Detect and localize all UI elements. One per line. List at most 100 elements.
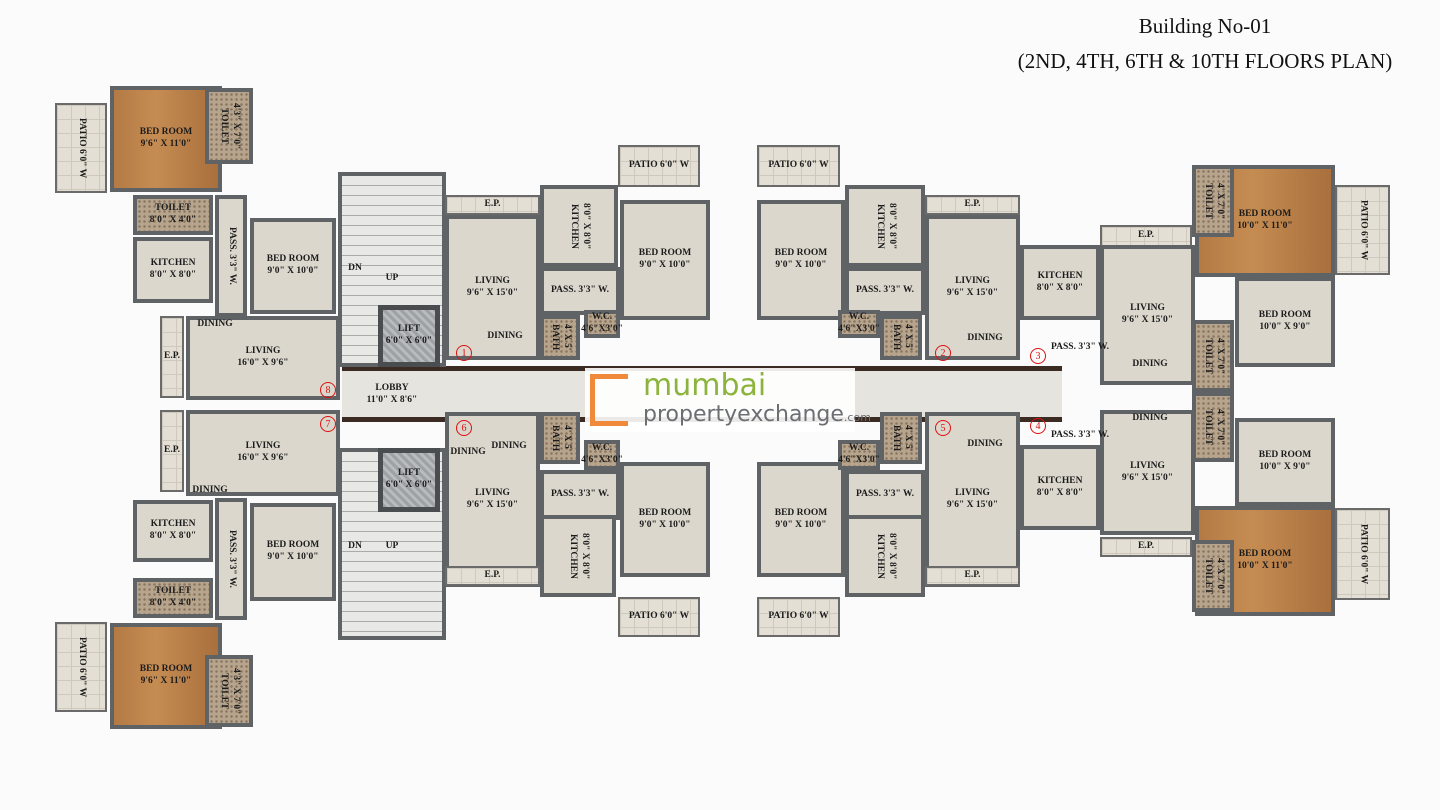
room-label: LOBBY <box>375 383 409 394</box>
room-label: TOILET <box>154 203 192 214</box>
room-label: TOILET <box>154 586 192 597</box>
room-label: BED ROOM <box>266 254 320 265</box>
room-label: PASS. 3'3" W. <box>1051 430 1109 441</box>
room-dimensions: 4'6"X3'0" <box>581 455 623 465</box>
room-dimensions: 16'0" X 9'6" <box>237 358 289 368</box>
room-dimensions: 9'6" X 15'0" <box>466 287 519 298</box>
room-label: DINING <box>1132 359 1168 370</box>
room-dn: DN <box>340 262 370 276</box>
room-pass-w: PASS. 3'3" W. <box>1040 340 1120 356</box>
room-label: E.P. <box>163 445 181 456</box>
room-pass-w: PASS. 3'3" W. <box>540 470 620 520</box>
room-e-p: E.P. <box>445 566 540 586</box>
room-label: BED ROOM <box>139 664 193 675</box>
lift-shaft-top <box>378 305 440 367</box>
room-e-p: E.P. <box>160 410 184 492</box>
room-dimensions: 9'6" X 15'0" <box>946 499 999 510</box>
room-label: E.P. <box>484 199 501 210</box>
room-label: LIVING <box>245 346 281 357</box>
room-dimensions: 10'0" X 11'0" <box>1237 561 1293 571</box>
room-label: PATIO 6'0" W <box>76 636 87 698</box>
room-dimensions: 8'0" X 8'0" <box>886 202 897 250</box>
room-e-p: E.P. <box>925 195 1020 215</box>
room-dimensions: 9'0" X 10'0" <box>639 519 691 530</box>
room-label: LIVING <box>475 275 510 286</box>
room-label: LIVING <box>955 487 990 498</box>
room-label: PASS. 3'3" W. <box>1051 342 1109 353</box>
room-patio-w: PATIO 6'0" W <box>757 145 840 187</box>
watermark-logo: mumbai propertyexchange.com <box>585 368 871 432</box>
room-label: PATIO 6'0" W <box>76 117 87 179</box>
room-dimensions: 11'0" X 8'6" <box>366 395 418 405</box>
room-label: KITCHEN <box>150 258 196 269</box>
room-dining: DINING <box>484 440 534 454</box>
room-dimensions: 4'3" X 7'0" <box>230 102 241 150</box>
room-label: LIVING <box>1130 303 1165 314</box>
room-dimensions: 8'0" X 4'0" <box>149 598 197 608</box>
room-dimensions: 9'6" X 15'0" <box>1121 315 1174 325</box>
room-label: W.C. <box>848 443 870 454</box>
room-label: KITCHEN <box>875 203 885 249</box>
room-label: LIVING <box>245 441 281 452</box>
room-dining: DINING <box>448 446 488 460</box>
room-dimensions: 10'0" X 9'0" <box>1259 322 1311 332</box>
room-label: DINING <box>487 331 523 342</box>
room-dimensions: 8'0" X 8'0" <box>1036 487 1084 498</box>
flat-number-badge: 5 <box>935 420 951 436</box>
room-label: PATIO 6'0" W <box>1358 523 1369 585</box>
room-label: LIVING <box>475 487 510 498</box>
logo-text-propertyexchange: propertyexchange <box>643 402 844 427</box>
flat-number-badge: 8 <box>320 382 336 398</box>
room-dimensions: 4' X 7'0" <box>1214 557 1225 595</box>
room-label: PATIO 6'0" W <box>768 160 829 171</box>
room-dimensions: 8'0" X 8'0" <box>149 531 197 541</box>
room-label: PATIO 6'0" W <box>628 611 690 622</box>
room-label: KITCHEN <box>1037 270 1083 281</box>
room-e-p: E.P. <box>1100 225 1192 247</box>
room-label: DINING <box>197 319 233 330</box>
room-label: BED ROOM <box>638 507 692 518</box>
logo-text-mumbai: mumbai <box>643 368 767 403</box>
room-label: W.C. <box>848 312 870 323</box>
room-label: PATIO 6'0" W <box>768 611 829 622</box>
room-label: BED ROOM <box>139 127 193 138</box>
room-dimensions: 6'0" X 6'0" <box>385 480 433 490</box>
room-dining: DINING <box>960 438 1010 452</box>
room-label: TOILET <box>1203 557 1213 595</box>
room-label: E.P. <box>964 570 981 581</box>
room-label: KITCHEN <box>875 533 885 579</box>
room-label: UP <box>385 273 399 284</box>
room-label: DINING <box>1132 413 1168 424</box>
room-dimensions: 8'0" X 8'0" <box>149 270 197 280</box>
logo-text-com: .com <box>843 411 871 424</box>
room-dimensions: 8'0" X 8'0" <box>886 532 897 580</box>
room-label: PASS. 3'3" W. <box>226 530 237 588</box>
room-dimensions: 4'3" X 7'0" <box>230 667 241 715</box>
room-e-p: E.P. <box>160 316 184 398</box>
room-label: LIFT <box>397 468 421 479</box>
room-label: W.C. <box>591 443 613 454</box>
room-dining: DINING <box>1128 358 1172 372</box>
room-label: BATH <box>891 424 901 452</box>
room-dimensions: 8'0" X 4'0" <box>149 215 197 225</box>
room-dining: DINING <box>1128 412 1172 426</box>
flat-number-badge: 6 <box>456 420 472 436</box>
plan-subtitle: (2ND, 4TH, 6TH & 10TH FLOORS PLAN) <box>1017 49 1393 73</box>
room-label: KITCHEN <box>568 533 578 579</box>
room-pass-w: PASS. 3'3" W. <box>845 267 925 315</box>
room-label: E.P. <box>964 199 981 210</box>
room-label: BED ROOM <box>774 507 828 518</box>
room-dimensions: 4' X 5' <box>561 424 572 452</box>
